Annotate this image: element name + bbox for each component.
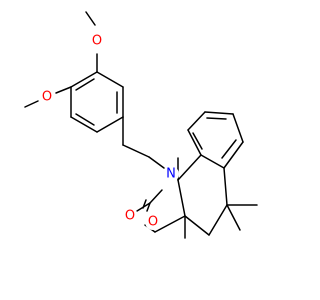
bond: [192, 132, 203, 150]
atom-label: O: [125, 209, 135, 224]
atom-oxygen-methoxy-left: O: [39, 89, 55, 105]
bond: [75, 113, 95, 126]
atom-label: O: [148, 215, 158, 230]
bond: [154, 215, 186, 233]
bond: [200, 154, 225, 169]
atom-oxygen-ring: O: [145, 214, 161, 230]
bond: [204, 111, 234, 115]
bond: [232, 113, 244, 143]
atom-nitrogen-ring: N: [163, 166, 179, 182]
bond: [24, 100, 39, 108]
bond: [122, 144, 150, 158]
bond: [223, 167, 228, 206]
bond: [223, 141, 244, 169]
bond: [136, 202, 151, 212]
bond: [70, 116, 98, 133]
bond: [187, 111, 206, 131]
bond: [55, 86, 72, 94]
bond: [206, 117, 227, 120]
bond: [184, 215, 210, 236]
atom-label: O: [92, 34, 102, 49]
bond: [148, 156, 165, 169]
bond: [187, 129, 202, 156]
bond: [96, 71, 124, 88]
structure-canvas: O O N O O: [24, 11, 258, 239]
bond: [221, 139, 237, 159]
atom-label: O: [42, 90, 52, 105]
bond: [85, 11, 96, 26]
atom-oxygen-methoxy-top: O: [89, 33, 105, 49]
bond: [146, 202, 151, 212]
bond: [177, 179, 186, 217]
bond: [226, 204, 241, 231]
atom-label: N: [166, 167, 176, 182]
atom-oxygen-carbonyl: O: [122, 208, 138, 224]
bond: [149, 189, 163, 204]
bond: [75, 78, 95, 91]
bond: [208, 204, 228, 236]
bond: [177, 154, 202, 181]
bond: [70, 71, 98, 88]
molecule-drawing: O O N O O: [24, 11, 258, 239]
bond: [96, 116, 124, 133]
